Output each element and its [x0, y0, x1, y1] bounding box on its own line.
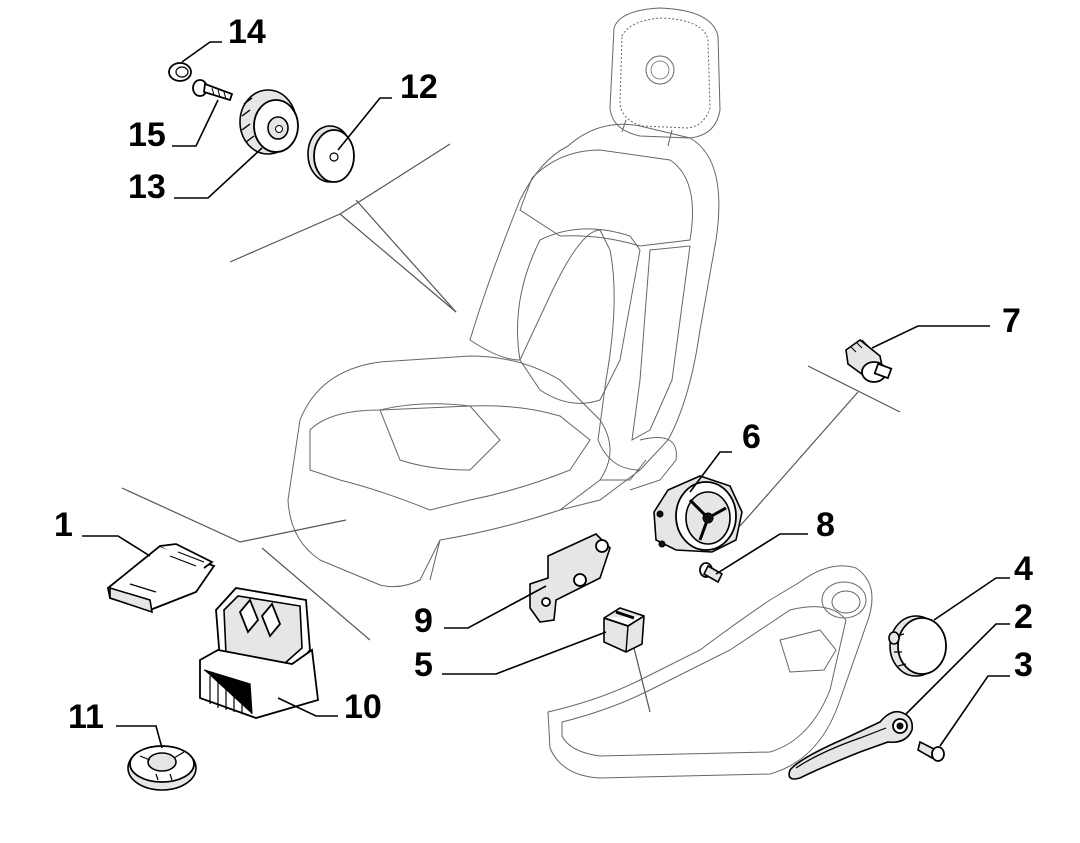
seat-assembly [287, 7, 721, 588]
part-14-cap [168, 62, 192, 82]
part-12-disc [307, 125, 355, 183]
part-5-module [603, 607, 645, 653]
side-trim-panel [547, 565, 873, 779]
callout-15: 15 [128, 116, 166, 154]
callout-14: 14 [228, 13, 266, 51]
callout-11: 11 [68, 698, 104, 736]
callout-13: 13 [128, 168, 166, 206]
part-7-actuator [845, 338, 893, 383]
part-2-lever [788, 710, 914, 780]
callout-4: 4 [1014, 550, 1033, 588]
callout-12: 12 [400, 68, 438, 106]
part-9-bracket [529, 533, 611, 623]
callout-9: 9 [414, 602, 433, 640]
callout-3: 3 [1014, 646, 1033, 684]
callout-10: 10 [344, 688, 382, 726]
part-8-bolt [699, 562, 724, 584]
part-13-knob [239, 89, 299, 155]
part-15-screw [192, 79, 234, 102]
part-4-knob [888, 615, 947, 677]
callout-5: 5 [414, 646, 433, 684]
callout-6: 6 [742, 418, 761, 456]
part-3-bolt [917, 740, 945, 762]
leader-lines [82, 41, 1010, 749]
callout-8: 8 [816, 506, 835, 544]
callout-1: 1 [54, 506, 73, 544]
callout-2: 2 [1014, 598, 1033, 636]
callout-labels: 14 15 13 12 7 6 1 8 4 9 2 5 3 10 11 [54, 13, 1033, 736]
group-guide-lines [121, 143, 901, 713]
part-10-control-unit [199, 587, 319, 719]
part-1-switch [107, 543, 216, 614]
part-6-recliner [653, 475, 743, 553]
part-11-round-base [127, 745, 197, 791]
callout-7: 7 [1002, 302, 1021, 340]
